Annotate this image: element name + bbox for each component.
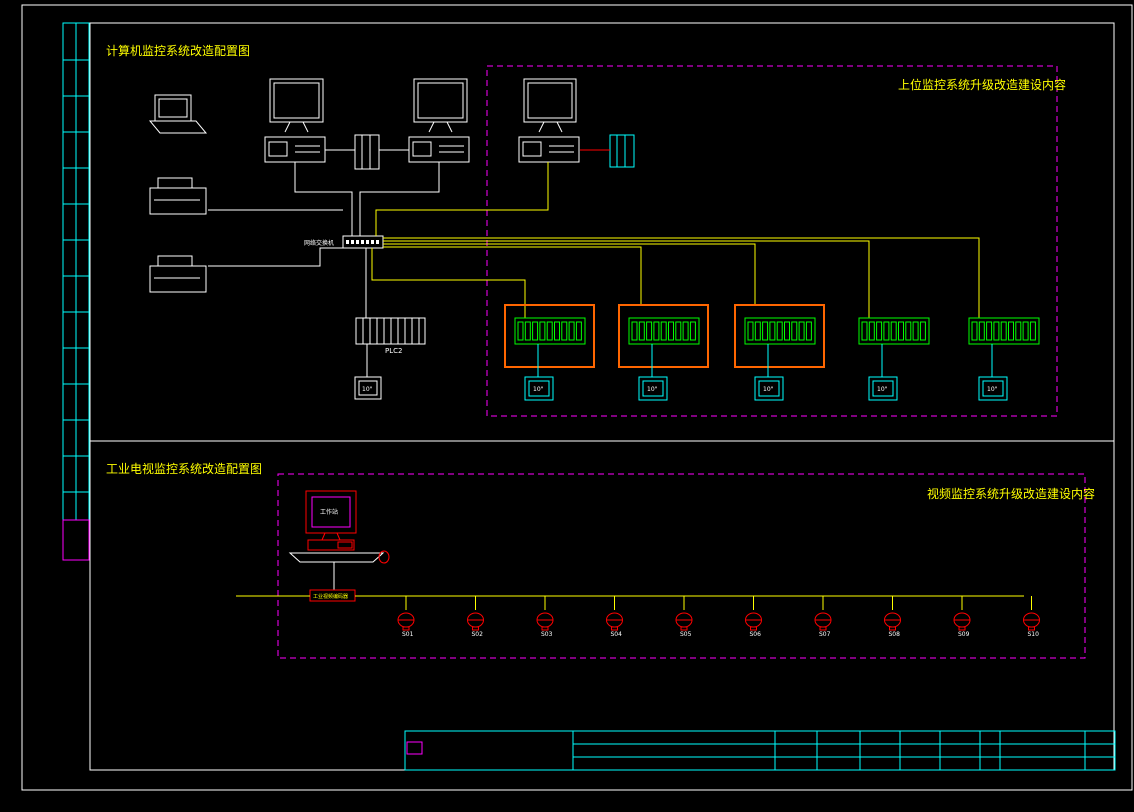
operator-station-1 bbox=[264, 78, 326, 163]
printer-1-icon bbox=[149, 177, 207, 215]
camera-S05: S05 bbox=[675, 596, 693, 638]
network-switch bbox=[342, 235, 384, 249]
title-block bbox=[404, 730, 1116, 771]
operator-station-2 bbox=[408, 78, 470, 163]
engineer-station bbox=[518, 78, 580, 163]
upgrade-highlight-box bbox=[618, 304, 709, 368]
plc-existing bbox=[355, 317, 426, 345]
encoder-label: 工业视频编码器 bbox=[313, 593, 348, 600]
camera-S03: S03 bbox=[536, 596, 554, 638]
hmi-monitor-icon bbox=[524, 376, 554, 401]
top-dashed-title: 上位监控系统升级改造建设内容 bbox=[898, 77, 1066, 92]
engineer-time-server-icon bbox=[609, 134, 635, 168]
controller-2: 10" bbox=[618, 304, 709, 401]
upgrade-highlight-box bbox=[734, 304, 825, 368]
hmi-monitor-icon bbox=[638, 376, 668, 401]
printer-2-icon bbox=[149, 255, 207, 293]
outer-frame bbox=[21, 4, 1133, 791]
switch-label: 网络交换机 bbox=[304, 239, 334, 247]
upgrade-highlight-box bbox=[504, 304, 595, 368]
hmi-monitor-icon bbox=[754, 376, 784, 401]
camera-S04: S04 bbox=[606, 596, 623, 638]
bottom-section-title: 工业电视监控系统改造配置图 bbox=[106, 461, 262, 476]
camera-S10: S10 bbox=[1023, 596, 1040, 638]
controller-5: 10" bbox=[968, 317, 1040, 401]
camera-S08: S08 bbox=[884, 596, 901, 638]
plc-left-label: PLC2 bbox=[385, 347, 402, 355]
camera-S06: S06 bbox=[745, 596, 762, 638]
controller-3: 10" bbox=[734, 304, 825, 401]
hmi-monitor-icon bbox=[868, 376, 898, 401]
svg-text:10": 10" bbox=[647, 386, 658, 393]
wiring-new bbox=[371, 162, 980, 318]
camera-S02: S02 bbox=[467, 596, 484, 638]
camera-id-label: S07 bbox=[819, 631, 831, 638]
laptop-icon bbox=[148, 94, 208, 134]
workstation-label: 工作站 bbox=[320, 508, 338, 516]
camera-id-label: S08 bbox=[889, 631, 901, 638]
wiring-existing bbox=[208, 162, 440, 318]
svg-text:10": 10" bbox=[877, 386, 888, 393]
bottom-dashed-region bbox=[277, 473, 1086, 659]
time-server-icon bbox=[354, 134, 380, 170]
camera-S07: S07 bbox=[814, 596, 832, 638]
controller-1: 10" bbox=[504, 304, 595, 401]
camera-id-label: S09 bbox=[958, 631, 970, 638]
camera-id-label: S02 bbox=[472, 631, 484, 638]
controller-4: 10" bbox=[858, 317, 930, 401]
camera-S01: S01 bbox=[397, 596, 415, 638]
plc-left-monitor: 10" bbox=[354, 376, 382, 400]
camera-id-label: S06 bbox=[750, 631, 762, 638]
top-section-title: 计算机监控系统改造配置图 bbox=[106, 43, 250, 58]
hmi-monitor-icon bbox=[978, 376, 1008, 401]
bottom-dashed-title: 视频监控系统升级改造建设内容 bbox=[927, 486, 1095, 501]
camera-id-label: S03 bbox=[541, 631, 553, 638]
svg-text:10": 10" bbox=[763, 386, 774, 393]
svg-text:10": 10" bbox=[533, 386, 544, 393]
camera-id-label: S01 bbox=[402, 631, 414, 638]
camera-S09: S09 bbox=[953, 596, 971, 638]
svg-text:10": 10" bbox=[362, 386, 373, 393]
camera-id-label: S05 bbox=[680, 631, 692, 638]
svg-text:10": 10" bbox=[987, 386, 998, 393]
camera-id-label: S04 bbox=[611, 631, 623, 638]
video-workstation bbox=[288, 490, 390, 564]
company-logo bbox=[406, 741, 423, 755]
camera-id-label: S10 bbox=[1028, 631, 1040, 638]
left-sidebar bbox=[62, 22, 90, 561]
